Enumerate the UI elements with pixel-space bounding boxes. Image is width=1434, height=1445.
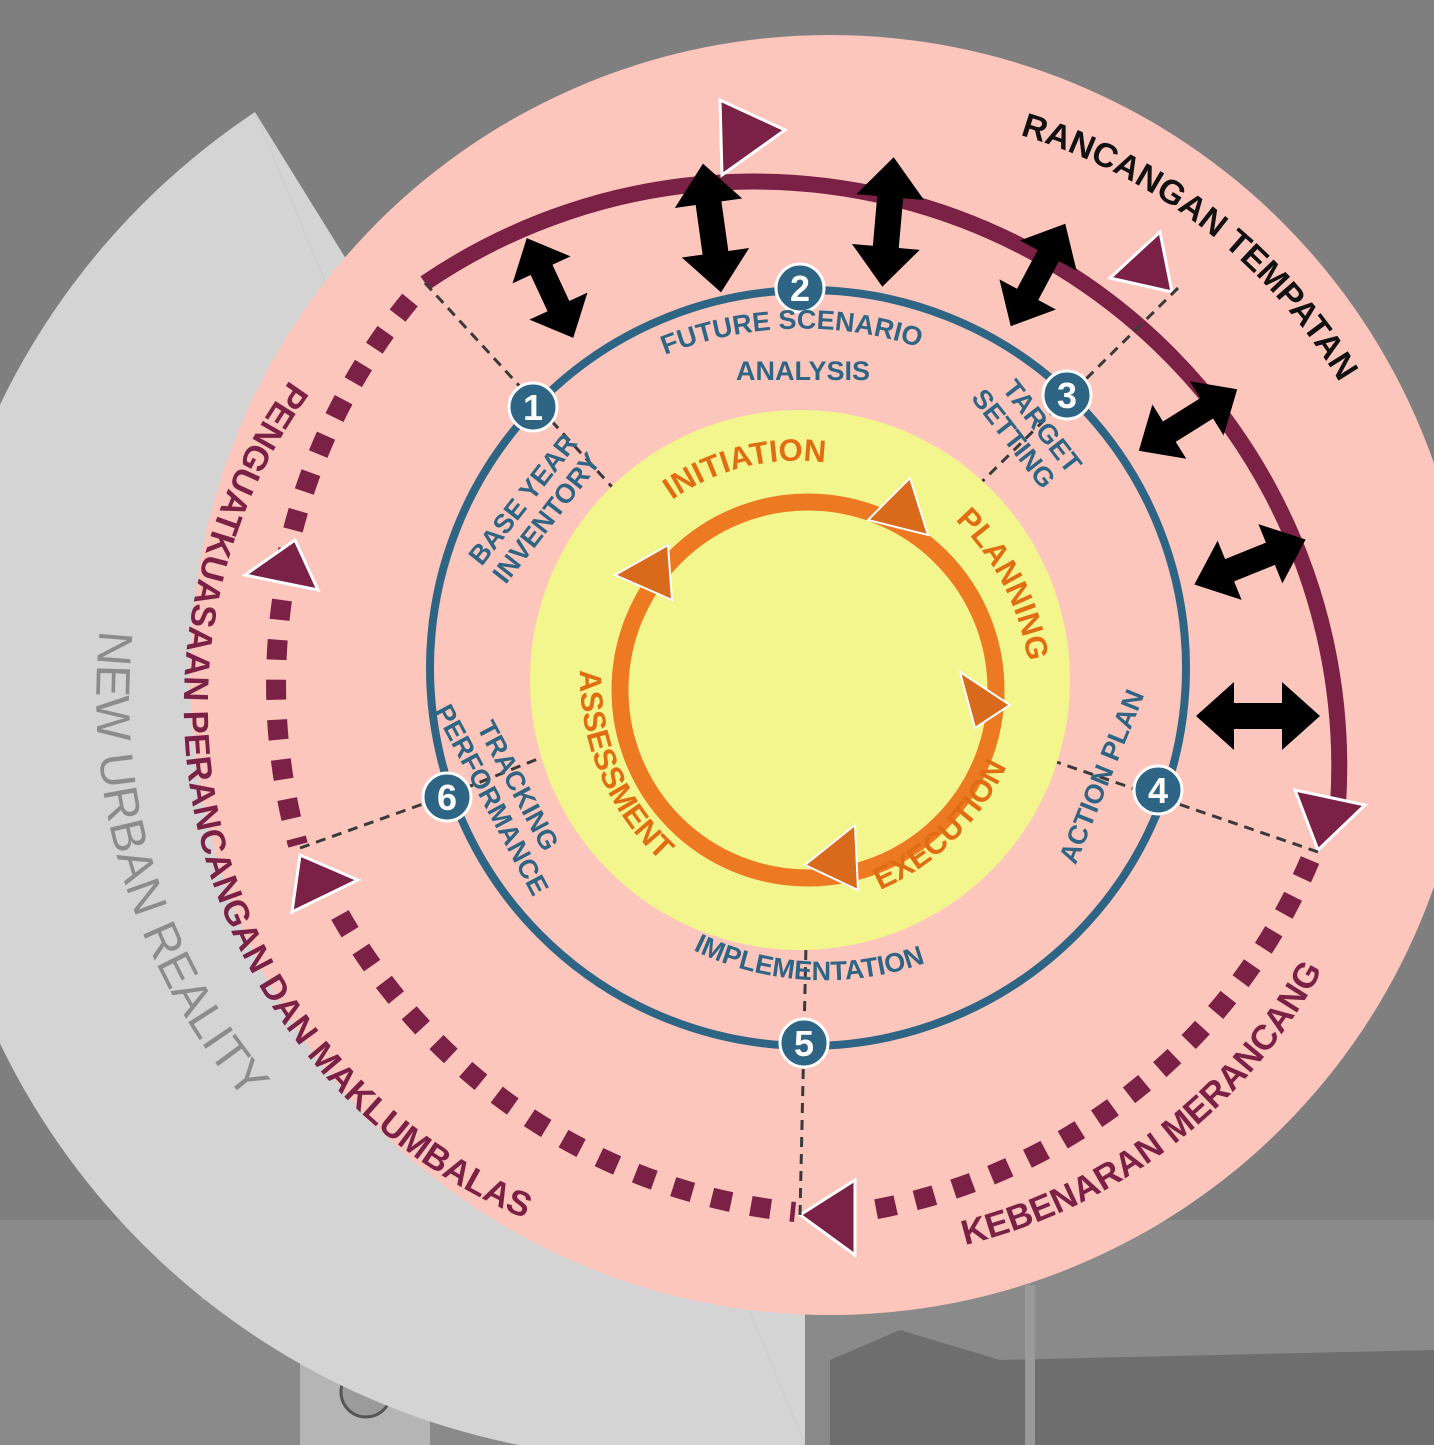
feedback-dashed-arcs [241,293,1320,1258]
core-arrow-planning [866,476,930,537]
arc-arrow-1 [718,97,788,178]
core-arrow-execution [958,669,1012,730]
double-arrow-2 [674,163,750,293]
step-marker-1: 1 [507,381,559,433]
svg-text:4: 4 [1148,770,1168,811]
step-marker-5: 5 [778,1017,830,1069]
svg-text:3: 3 [1057,375,1077,416]
step-marker-2: 2 [774,262,826,314]
svg-text:2: 2 [790,268,810,309]
svg-text:6: 6 [437,777,457,818]
double-arrow-5 [1138,381,1238,459]
double-arrow-6 [1194,524,1306,600]
step-marker-4: 4 [1132,764,1184,816]
double-arrow-1 [512,238,588,338]
arc-arrow-3 [1292,787,1369,853]
svg-text:1: 1 [523,387,543,428]
core-arrow-initiation [612,543,674,602]
core-cycle-arrows [612,476,1012,892]
step-label-2-line-2: ANALYSIS [736,356,870,386]
double-arrow-7 [1196,682,1320,750]
step-marker-3: 3 [1041,369,1093,421]
dashed-arrow-left-top [241,537,321,593]
dashed-arrow-bottom [797,1177,857,1258]
double-arrow-4 [999,223,1077,327]
arc-arrow-2 [1106,229,1174,294]
svg-text:5: 5 [794,1023,814,1064]
double-arrow-3 [851,157,925,287]
core-arrow-assessment [803,822,860,892]
core-cycle-ring [611,493,1005,887]
dashed-arrow-left-bottom [290,852,362,915]
double-arrows [512,157,1320,750]
step-marker-6: 6 [421,771,473,823]
